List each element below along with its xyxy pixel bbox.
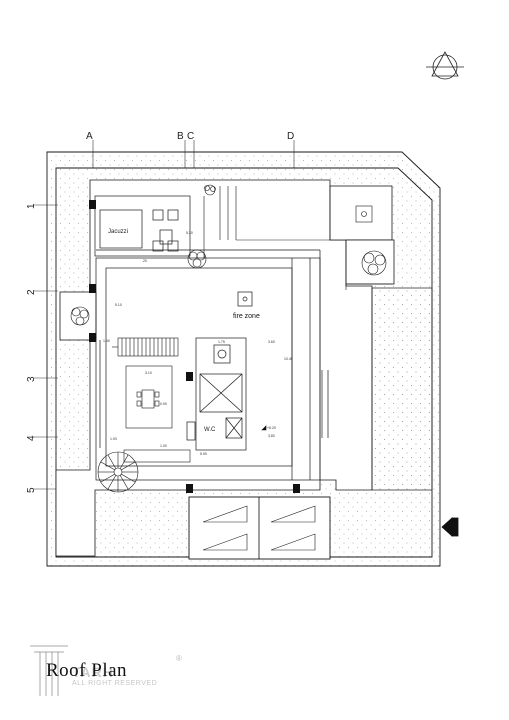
fire-zone-label: fire zone — [233, 313, 260, 320]
dim-label: 1.93 — [110, 437, 117, 441]
watermark-logo — [30, 645, 68, 696]
dim-label: .20 — [142, 259, 147, 263]
skylight — [355, 205, 373, 223]
tree-icon — [204, 184, 216, 196]
section-arrow-icon — [441, 517, 459, 537]
level-marker-icon — [261, 425, 267, 431]
grid-label-d: D — [287, 131, 294, 142]
grid-label-c: C — [187, 131, 194, 142]
tree-icon — [361, 250, 387, 276]
lower-skylights — [188, 496, 331, 560]
dim-label: 0.90 — [160, 402, 167, 406]
dim-label: 3.80 — [268, 434, 275, 438]
terrace — [95, 249, 329, 481]
level-mark-label: +6.20 — [267, 426, 276, 430]
watermark-brand: TARH — [72, 664, 114, 680]
grid-label-4: 4 — [26, 435, 37, 441]
grid-label-2: 2 — [26, 289, 37, 295]
dim-label: 3.10 — [145, 371, 152, 375]
dim-label: 5.90 — [200, 452, 207, 456]
wc-label: W.C — [204, 427, 216, 433]
service-core — [186, 337, 247, 451]
dim-label: 5.10 — [115, 303, 122, 307]
tree-icon — [70, 306, 90, 326]
dim-label: 10.40 — [284, 357, 293, 361]
dim-label: 5.20 — [186, 231, 193, 235]
north-arrow-icon — [426, 51, 464, 80]
title-block: TARH ALL RIGHT RESERVED ® Roof Plan — [28, 640, 198, 700]
dim-label: 1.75 — [218, 340, 225, 344]
grid-label-1: 1 — [26, 203, 37, 209]
jacuzzi-label: Jacuzzi — [108, 229, 128, 235]
tree-icon — [187, 249, 207, 269]
watermark-rights: ALL RIGHT RESERVED — [72, 680, 158, 687]
grid-label-a: A — [86, 131, 93, 142]
dim-label: 1.40 — [103, 339, 110, 343]
registered-mark: ® — [176, 654, 182, 663]
grid-label-5: 5 — [26, 487, 37, 493]
stair-icon — [112, 337, 179, 357]
dining-table — [125, 365, 173, 429]
jacuzzi-room — [94, 195, 191, 257]
grid-label-b: B — [177, 131, 184, 142]
dim-label: 3.60 — [268, 340, 275, 344]
grid-label-3: 3 — [26, 376, 37, 382]
spiral-stair-icon — [97, 449, 191, 493]
sheet-title: Roof Plan — [46, 660, 128, 681]
dim-label: 1.00 — [160, 444, 167, 448]
balcony-strips — [203, 186, 392, 290]
fire-zone-symbol — [237, 291, 253, 307]
right-planter — [371, 287, 433, 491]
structural-columns — [89, 200, 300, 493]
